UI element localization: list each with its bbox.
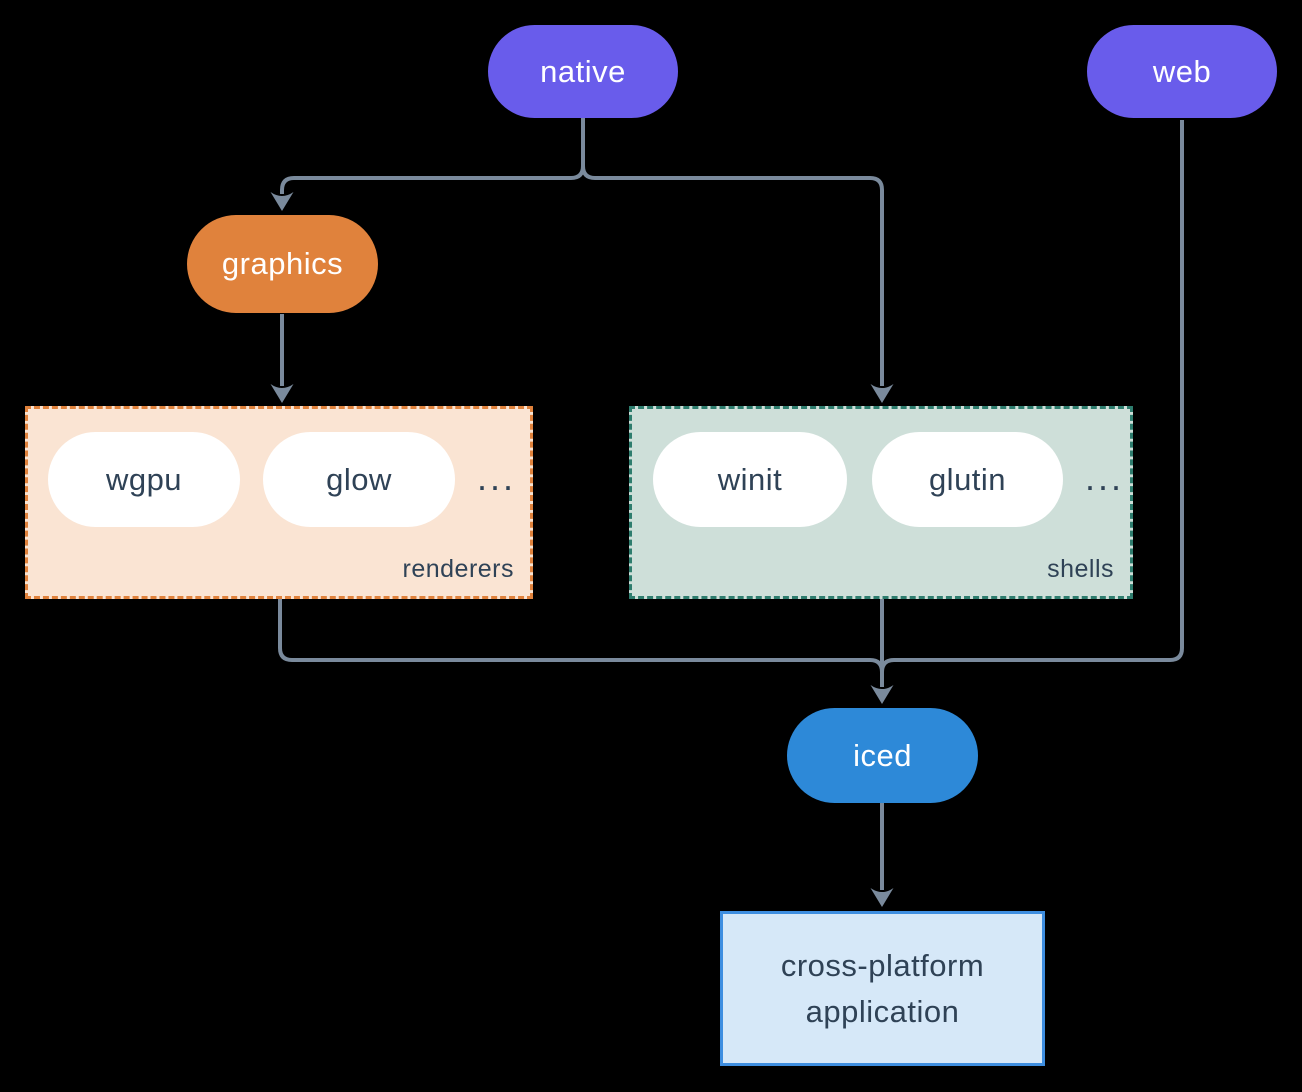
node-application: cross-platform application (720, 911, 1045, 1066)
node-native: native (488, 25, 678, 118)
node-winit: winit (653, 432, 847, 527)
edge-renderers-iced (278, 598, 884, 673)
arrowhead-application (870, 888, 894, 907)
node-web: web (1087, 25, 1277, 118)
application-label-line1: cross-platform (780, 947, 985, 983)
node-glutin: glutin (872, 432, 1063, 527)
arrowhead-graphics (270, 192, 294, 211)
node-web-label: web (1152, 53, 1212, 89)
shells-ellipsis: ... (1085, 457, 1125, 498)
group-renderers-label: renderers (402, 555, 514, 583)
node-wgpu-label: wgpu (105, 461, 183, 497)
edge-native-graphics (280, 118, 585, 194)
node-iced: iced (787, 708, 978, 803)
group-shells-label: shells (1047, 555, 1114, 583)
node-glow: glow (263, 432, 455, 527)
arrowhead-renderers (270, 384, 294, 403)
arrowhead-iced (870, 685, 894, 704)
node-winit-label: winit (717, 461, 783, 497)
node-wgpu: wgpu (48, 432, 240, 527)
node-native-label: native (540, 53, 626, 89)
application-label-line2: application (805, 993, 960, 1029)
node-graphics: graphics (187, 215, 378, 313)
node-iced-label: iced (853, 737, 912, 773)
node-glow-label: glow (326, 461, 392, 497)
node-graphics-label: graphics (221, 246, 344, 281)
arrowhead-shells (870, 384, 894, 403)
edge-native-shells (581, 118, 884, 386)
renderers-ellipsis: ... (477, 457, 517, 498)
node-glutin-label: glutin (928, 461, 1007, 497)
